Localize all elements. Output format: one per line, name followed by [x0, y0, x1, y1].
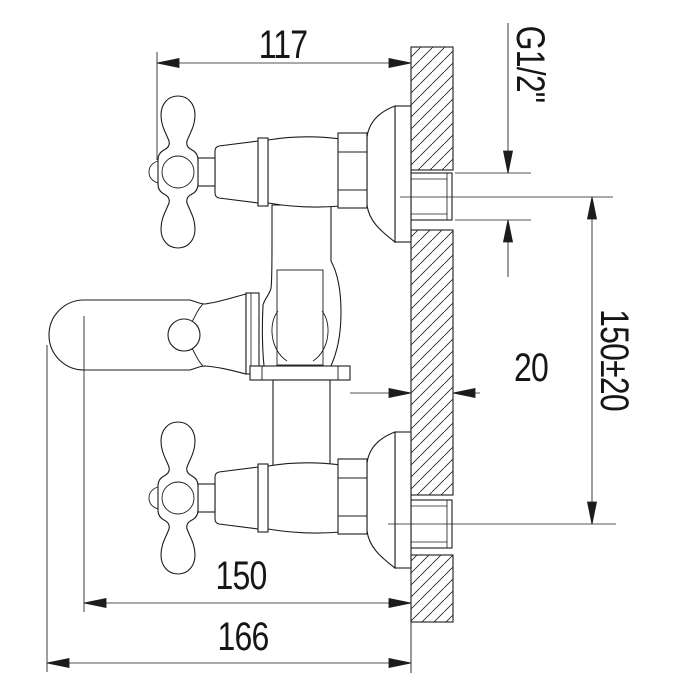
arrowhead — [502, 150, 514, 174]
faucet-body — [48, 204, 351, 467]
top-valve-assembly — [148, 95, 412, 249]
arrowhead — [156, 57, 180, 69]
spout-collar — [245, 292, 260, 375]
body-lower-tube — [272, 379, 331, 467]
dim-handle-to-wall: 117 — [156, 22, 412, 160]
dim-label-wall-thickness: 20 — [514, 345, 548, 390]
wall-block-top — [410, 46, 454, 171]
hex-nut — [337, 132, 368, 209]
arrowhead — [388, 597, 412, 609]
handle-stem — [197, 157, 216, 187]
cross-handle-icon — [148, 95, 199, 249]
diverter-knob — [167, 303, 204, 367]
arrowhead — [388, 657, 412, 669]
wall-section — [410, 46, 454, 673]
dim-label-pipe-thread: G1/2" — [508, 26, 553, 103]
arrowhead — [502, 219, 514, 243]
dim-label-handle-to-wall: 117 — [259, 22, 308, 67]
wall-block-middle — [410, 229, 454, 496]
valve-arm — [267, 136, 342, 208]
ball-joint-arc-right — [312, 310, 329, 362]
dim-overall-depth: 166 — [46, 345, 412, 672]
dim-label-overall-depth: 166 — [218, 614, 269, 659]
arrowhead — [388, 387, 412, 399]
body-flange — [249, 365, 351, 381]
body-column — [261, 204, 342, 367]
arrowhead — [586, 196, 598, 220]
bonnet-ring — [257, 137, 269, 207]
arrowhead — [586, 501, 598, 525]
arrowhead — [388, 57, 412, 69]
dim-label-pipe-centers: 150±20 — [592, 309, 637, 411]
cartridge-face — [276, 269, 324, 366]
arrowhead — [83, 597, 107, 609]
spout — [48, 293, 247, 375]
bonnet-cone — [214, 140, 259, 204]
dim-label-spout-reach: 150 — [216, 553, 267, 598]
dim-wall-thickness: 20 — [350, 345, 549, 399]
escutcheon-dome — [366, 105, 412, 244]
ball-joint-arc-left — [271, 310, 288, 362]
wall-block-bottom — [410, 554, 454, 623]
supply-pipe-top — [410, 172, 453, 221]
dim-pipe-thread: G1/2" — [455, 23, 553, 277]
dimension-annotations: 117 G1/2" 150±20 20 — [46, 22, 637, 672]
arrowhead — [452, 387, 476, 399]
dim-spout-reach: 150 — [83, 316, 412, 612]
arrowhead — [46, 657, 70, 669]
dim-pipe-centers: 150±20 — [586, 196, 637, 525]
